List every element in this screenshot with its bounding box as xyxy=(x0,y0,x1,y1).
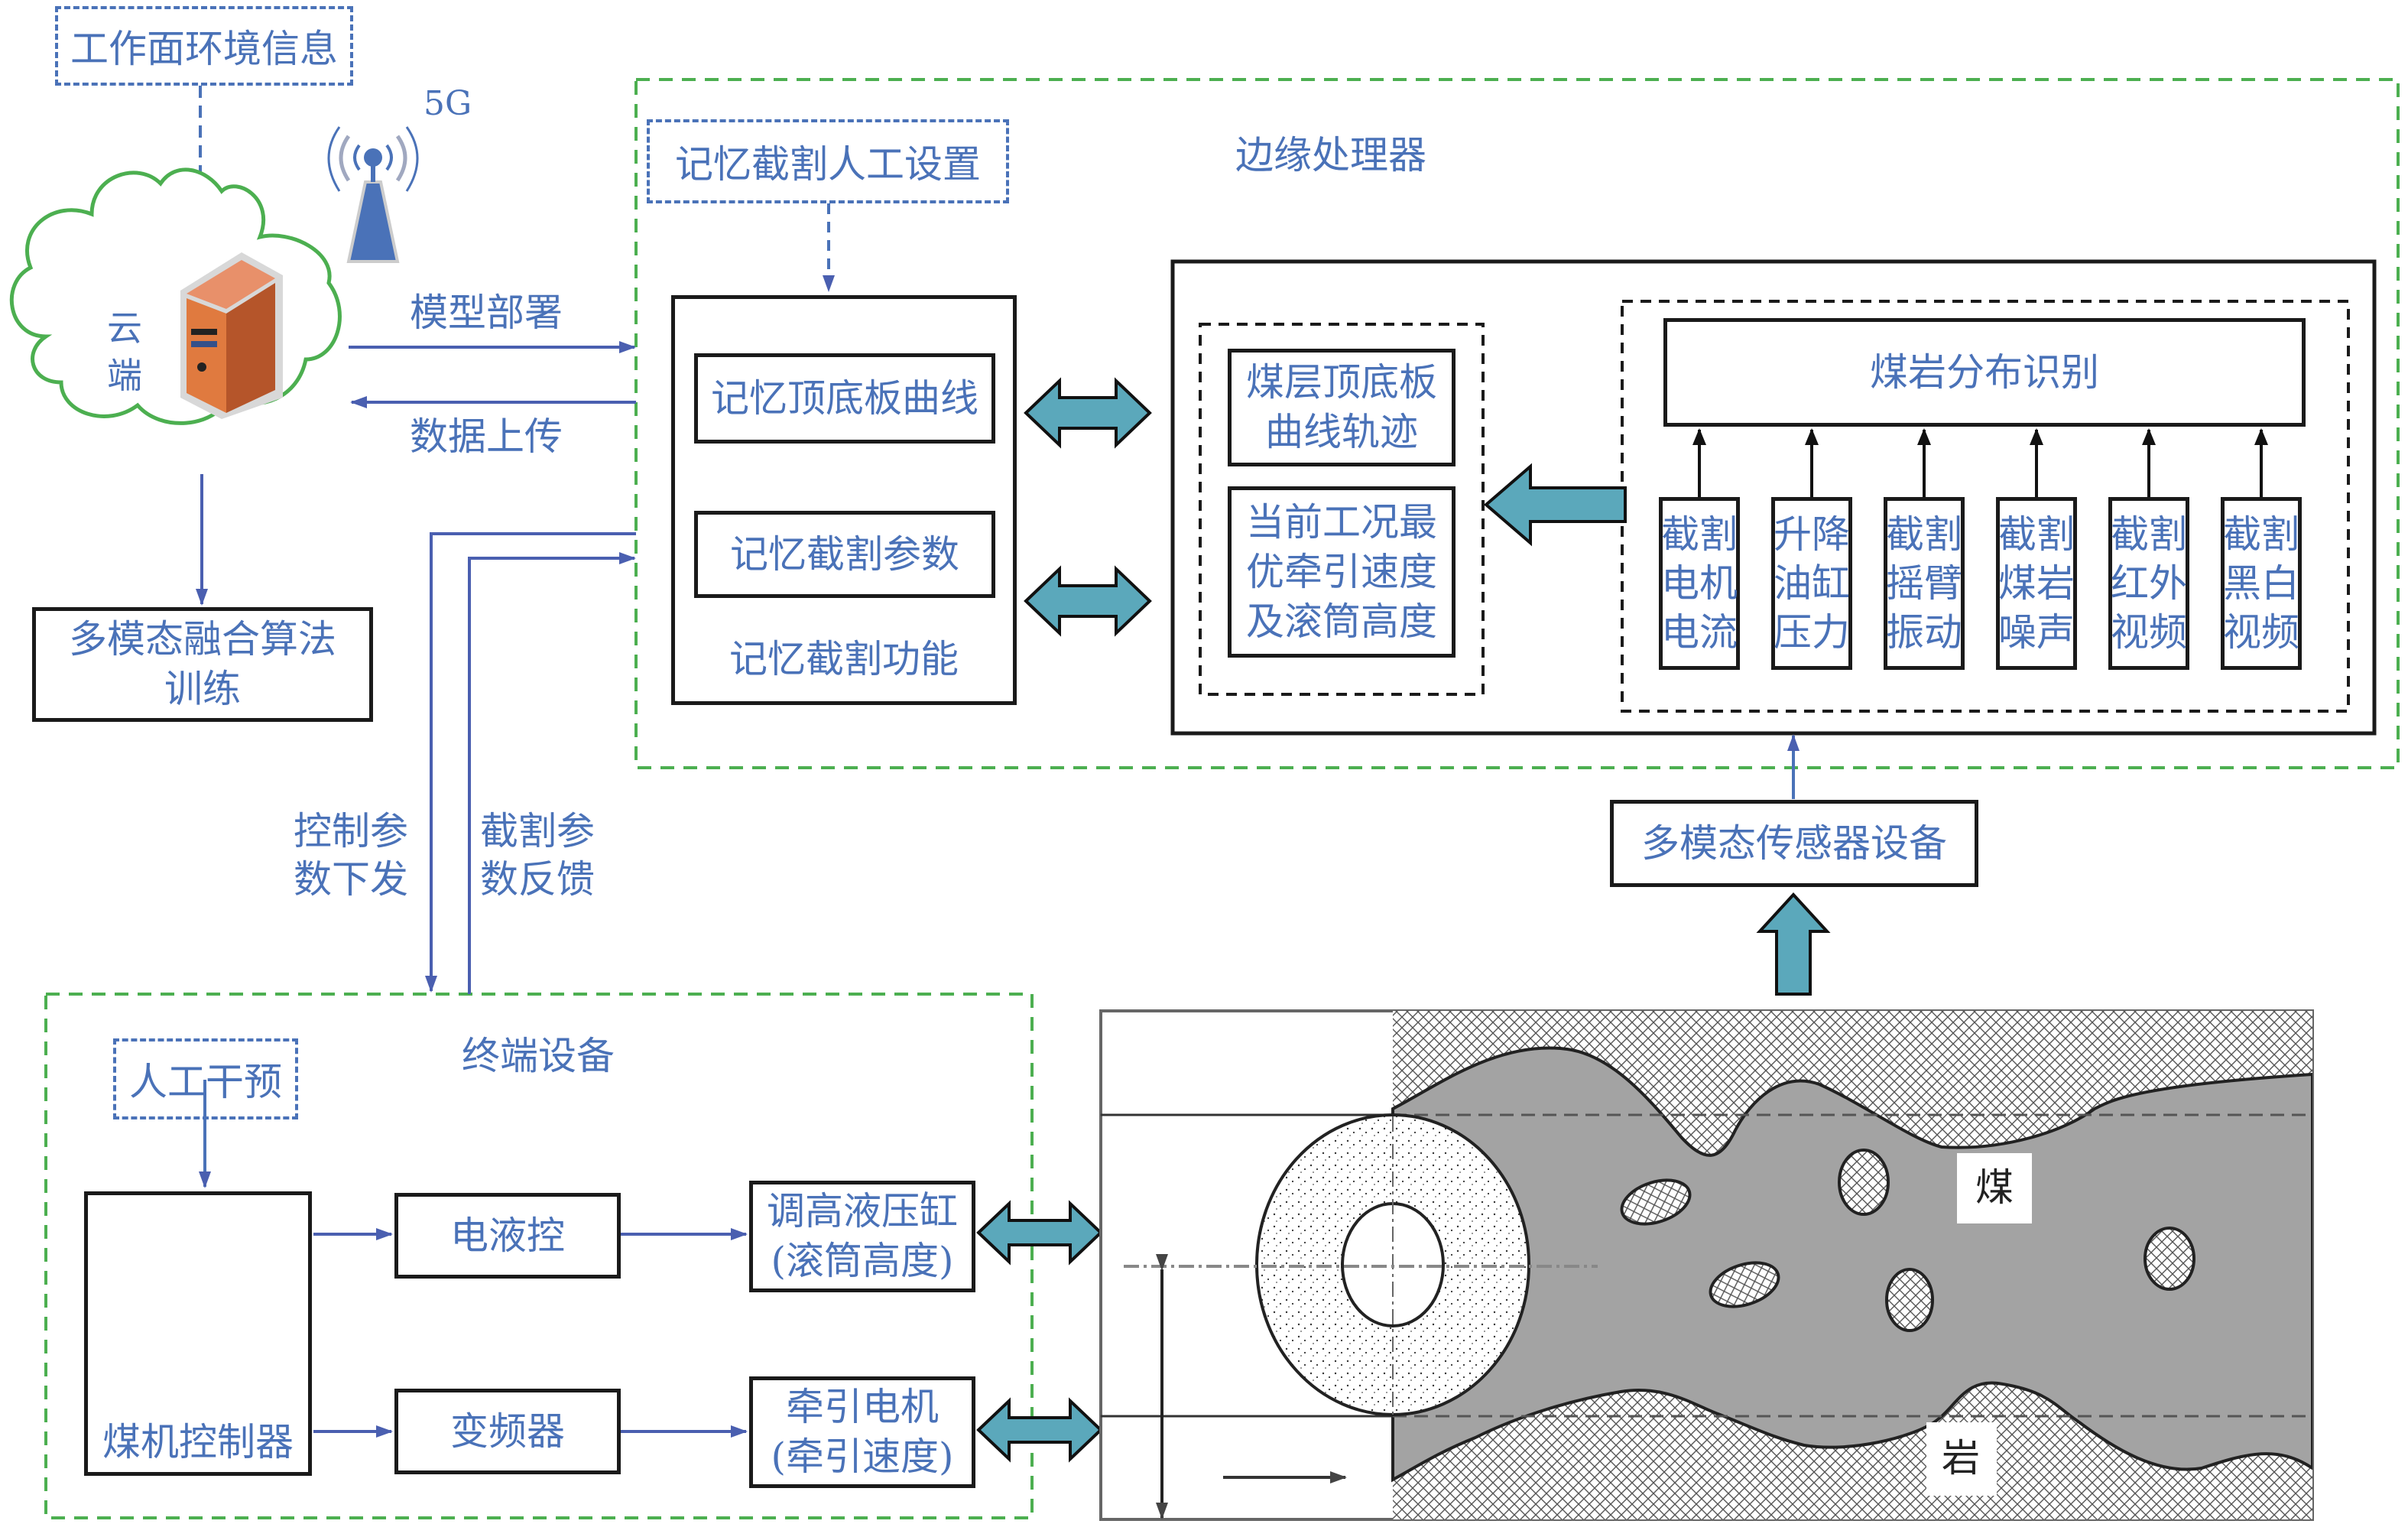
sync-arrow-bottom xyxy=(1024,565,1152,637)
terminal-title: 终端设备 xyxy=(462,1034,615,1078)
env-info-box: 工作面环境信息 xyxy=(55,6,353,86)
electro-hydraulic-box[interactable]: 电液控 xyxy=(394,1193,621,1279)
cloud-label: 云 端 xyxy=(107,307,142,397)
control-down-line xyxy=(425,532,636,993)
height-cylinder-box[interactable]: 调高液压缸 (滚筒高度) xyxy=(749,1181,975,1292)
coal-seam-scene xyxy=(1099,1009,2314,1521)
rock-label: 岩 xyxy=(1942,1436,1980,1480)
edge-zone xyxy=(634,78,2400,769)
model-deploy-label: 模型部署 xyxy=(410,291,563,335)
control-down-label: 控制参 数下发 xyxy=(294,809,408,902)
sensor-label: 截割 煤岩 噪声 xyxy=(1998,512,2075,655)
sync-arrow-top xyxy=(1024,377,1152,449)
cloud-server-icon xyxy=(180,252,283,419)
controller-box[interactable]: 煤机控制器 xyxy=(84,1191,312,1476)
feedback-up-label: 截割参 数反馈 xyxy=(480,809,595,902)
cloud-icon xyxy=(9,167,342,425)
sensor-box[interactable]: 截割 红外 视频 xyxy=(2108,497,2189,670)
memory-params-box[interactable]: 记忆截割参数 xyxy=(694,511,995,598)
manual-setting-box[interactable]: 记忆截割人工设置 xyxy=(647,119,1009,203)
sensor-label: 截割 摇臂 振动 xyxy=(1886,512,1962,655)
motor-scene-arrow xyxy=(976,1397,1103,1463)
recognition-to-trajectory-arrow xyxy=(1483,463,1627,547)
data-upload-label: 数据上传 xyxy=(410,414,563,459)
optimal-params-box[interactable]: 当前工况最 优牵引速度 及滚筒高度 xyxy=(1228,486,1456,658)
env-info-label: 工作面环境信息 xyxy=(70,27,338,71)
edge-processor-box xyxy=(1170,259,2377,736)
coal-label: 煤 xyxy=(1975,1165,2014,1210)
training-box[interactable]: 多模态融合算法 训练 xyxy=(32,607,373,722)
recognition-box[interactable]: 煤岩分布识别 xyxy=(1663,318,2306,427)
memory-curve-box[interactable]: 记忆顶底板曲线 xyxy=(694,353,995,444)
signal-tower-icon xyxy=(327,126,419,263)
sensor-box[interactable]: 截割 黑白 视频 xyxy=(2221,497,2302,670)
sensor-label: 截割 红外 视频 xyxy=(2111,512,2187,655)
feedback-up-line xyxy=(468,552,636,994)
traction-motor-box[interactable]: 牵引电机 (牵引速度) xyxy=(749,1376,975,1488)
sensor-label: 升降 油缸 压力 xyxy=(1774,512,1850,655)
manual-intervention-box[interactable]: 人工干预 xyxy=(113,1038,298,1119)
sensor-label: 截割 黑白 视频 xyxy=(2223,512,2299,655)
sensor-box[interactable]: 截割 煤岩 噪声 xyxy=(1996,497,2077,670)
sensor-box[interactable]: 截割 摇臂 振动 xyxy=(1884,497,1965,670)
coal-seam-body xyxy=(1391,1046,2312,1483)
seam-trajectory-box[interactable]: 煤层顶底板 曲线轨迹 xyxy=(1228,349,1456,466)
scene-to-sensor-arrow xyxy=(1756,892,1831,996)
sensor-arrows xyxy=(1692,428,2268,497)
cylinder-scene-arrow xyxy=(976,1200,1103,1266)
sensor-label: 截割 电机 电流 xyxy=(1661,512,1738,655)
edge-title: 边缘处理器 xyxy=(1235,133,1426,177)
trajectory-group xyxy=(1199,323,1485,696)
signal-label: 5G xyxy=(424,84,472,123)
terminal-zone xyxy=(44,993,1034,1519)
inverter-box[interactable]: 变频器 xyxy=(394,1389,621,1474)
sensor-box[interactable]: 截割 电机 电流 xyxy=(1659,497,1740,670)
sensor-device-box[interactable]: 多模态传感器设备 xyxy=(1610,800,1978,887)
sensor-box[interactable]: 升降 油缸 压力 xyxy=(1771,497,1852,670)
